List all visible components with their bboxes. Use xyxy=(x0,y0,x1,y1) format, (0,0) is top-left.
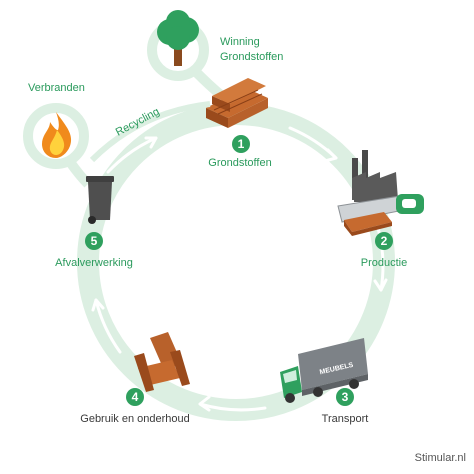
lumber-pile-icon xyxy=(206,78,268,128)
recycling-arc xyxy=(89,101,211,163)
planks-icon xyxy=(344,212,392,236)
armchair-icon xyxy=(134,332,190,392)
truck-icon: MEUBELS xyxy=(280,338,368,403)
stage-label-4: Gebruik en onderhoud xyxy=(80,413,190,425)
stage-badge-1: 1 xyxy=(232,135,250,153)
incineration-node-ring xyxy=(23,103,89,169)
stage-label-5: Afvalverwerking xyxy=(55,257,133,269)
tree-icon xyxy=(157,10,199,66)
incineration-connector xyxy=(65,159,92,188)
stage-badge-4: 4 xyxy=(126,388,144,406)
svg-text:3: 3 xyxy=(342,390,349,404)
factory-icon xyxy=(352,150,398,202)
stage-label-2: Productie xyxy=(360,257,408,269)
extraction-label-line1: Winning xyxy=(220,36,260,48)
svg-text:4: 4 xyxy=(132,390,139,404)
svg-text:1: 1 xyxy=(238,137,245,151)
svg-text:2: 2 xyxy=(381,234,388,248)
extraction-label-line2: Grondstoffen xyxy=(220,51,284,63)
saw-icon xyxy=(337,194,424,223)
credit-text: Stimular.nl xyxy=(414,452,466,464)
stage-badge-2: 2 xyxy=(375,232,393,250)
stage-label-3: Transport xyxy=(321,413,369,425)
flame-icon xyxy=(42,112,72,158)
svg-text:5: 5 xyxy=(91,234,98,248)
extraction-connector xyxy=(192,68,226,100)
stage-badge-5: 5 xyxy=(85,232,103,250)
waste-bin-icon xyxy=(86,176,114,224)
incineration-label: Verbranden xyxy=(28,82,85,94)
stage-label-1: Grondstoffen xyxy=(208,157,272,169)
stage-badge-3: 3 xyxy=(336,388,354,406)
